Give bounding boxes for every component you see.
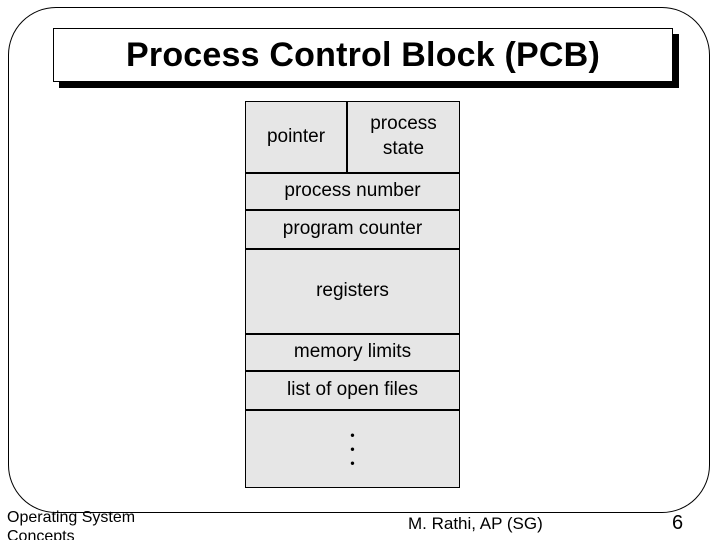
pcb-row-memory-limits: memory limits	[246, 335, 459, 372]
pcb-row-registers: registers	[246, 250, 459, 335]
pcb-label-program-counter: program counter	[282, 218, 423, 240]
pcb-label-process-state: process state	[370, 113, 437, 159]
title-box: Process Control Block (PCB)	[53, 28, 673, 82]
pcb-label-process-number: process number	[284, 180, 421, 202]
pcb-row-open-files: list of open files	[246, 372, 459, 411]
pcb-label-memory-limits: memory limits	[293, 341, 412, 363]
pcb-row-ellipsis: • • •	[246, 411, 459, 487]
pcb-row-process-number: process number	[246, 174, 459, 211]
pcb-cell-pointer: pointer	[246, 102, 348, 172]
pcb-cell-process-state: process state	[348, 102, 459, 172]
pcb-label-registers: registers	[316, 280, 389, 302]
pcb-label-open-files: list of open files	[287, 379, 418, 401]
pcb-ellipsis: • • •	[350, 428, 355, 470]
footer-page-number: 6	[672, 512, 684, 534]
footer-course: Operating System Concepts	[7, 509, 136, 540]
pcb-row-program-counter: program counter	[246, 211, 459, 250]
pcb-diagram: pointer process state process number pro…	[245, 101, 460, 488]
pcb-row-pointer-state: pointer process state	[246, 102, 459, 174]
pcb-label-pointer: pointer	[266, 125, 326, 147]
slide-frame	[8, 7, 710, 513]
slide-title: Process Control Block (PCB)	[126, 35, 600, 74]
footer-author: M. Rathi, AP (SG)	[408, 514, 543, 533]
